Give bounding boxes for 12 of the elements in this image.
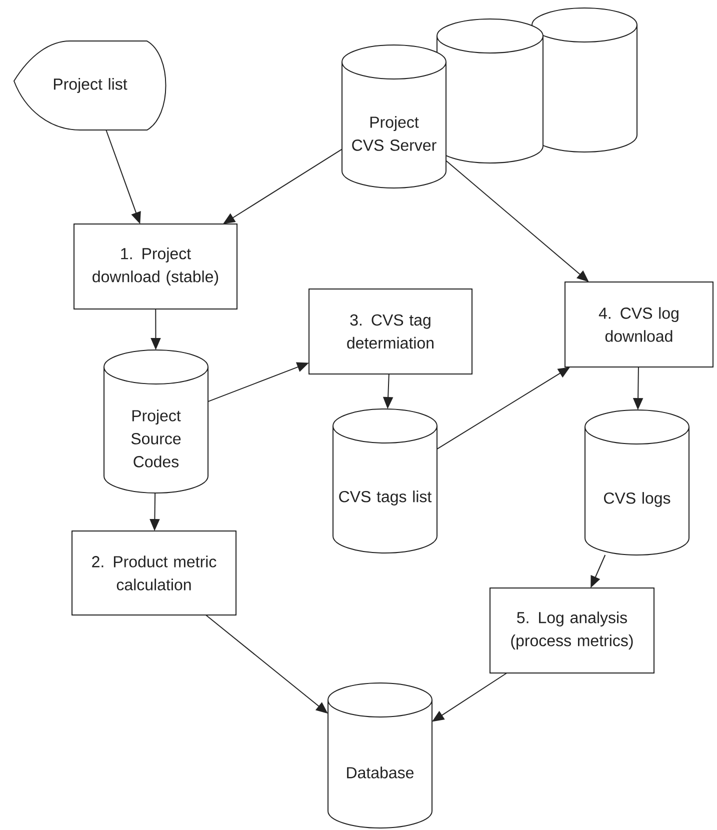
process-box: 4. CVS log download	[564, 282, 714, 368]
database-cylinder: Database	[328, 682, 432, 828]
database-cylinder: CVS tags list	[332, 408, 438, 554]
database-cylinder: CVS logs	[584, 410, 690, 556]
process-box: 3. CVS tag determiation	[308, 288, 472, 374]
process-box: 2. Product metric calculation	[72, 530, 236, 616]
database-cylinder: Project Source Codes	[104, 350, 208, 494]
database-cylinder	[436, 18, 544, 164]
process-box: 5. Log analysis (process metrics)	[490, 588, 654, 674]
database-cylinder	[532, 8, 638, 152]
database-cylinder: Project CVS Server	[342, 44, 446, 188]
process-box: 1. Project download (stable)	[74, 224, 238, 310]
